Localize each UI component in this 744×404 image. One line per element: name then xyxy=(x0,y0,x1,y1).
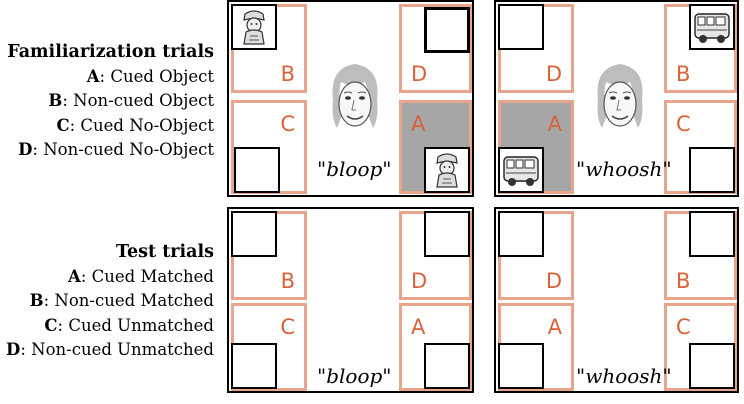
square-bottom-left xyxy=(498,343,544,389)
square-bottom-right xyxy=(424,343,470,389)
legend-key: B xyxy=(29,291,44,310)
toy-figure-icon xyxy=(243,10,265,45)
cell-letter: B xyxy=(280,62,295,86)
cell-letter: D xyxy=(411,269,428,293)
legend-item-d: D: Non-cued Unmatched xyxy=(6,338,214,363)
legend-label: : Non-cued No-Object xyxy=(32,140,214,159)
square-top-right xyxy=(689,4,735,50)
legend-key: A xyxy=(68,266,81,286)
cell-letter: B xyxy=(280,269,295,293)
word-label: "whoosh" xyxy=(576,364,672,388)
legend-label: : Non-cued Matched xyxy=(43,291,214,310)
legend-item-b: B: Non-cued Matched xyxy=(6,289,214,314)
toy-figure-icon xyxy=(436,153,458,188)
familiarization-title: Familiarization trials xyxy=(7,42,214,62)
legend-item-c: C: Cued Unmatched xyxy=(6,314,214,339)
square-bottom-left xyxy=(234,147,280,193)
legend-item-a: A: Cued Object xyxy=(7,65,214,90)
legend-key: C xyxy=(56,115,70,135)
legend-label: : Non-cued Unmatched xyxy=(20,340,214,359)
cell-letter: A xyxy=(411,112,426,136)
test-panel-left: B C D A "bloop" xyxy=(227,207,474,393)
face-illustration xyxy=(597,64,643,128)
legend-item-b: B: Non-cued Object xyxy=(7,89,214,114)
square-top-right xyxy=(689,211,735,257)
legend-label: : Cued Object xyxy=(99,66,214,86)
toy-bus-icon xyxy=(694,13,730,43)
test-title: Test trials xyxy=(116,242,214,262)
cell-letter: D xyxy=(545,269,562,293)
square-bottom-left xyxy=(498,147,544,193)
square-top-left xyxy=(498,211,544,257)
legend-key: A xyxy=(86,66,100,86)
square-top-right xyxy=(424,211,470,257)
cell-letter: D xyxy=(545,62,562,86)
toy-bus-icon xyxy=(503,156,539,186)
square-bottom-right xyxy=(689,343,735,389)
square-top-left xyxy=(498,4,544,50)
square-top-left xyxy=(231,211,277,257)
legend-label: : Cued No-Object xyxy=(69,115,214,135)
word-label: "bloop" xyxy=(317,157,392,181)
legend-key: D xyxy=(18,140,33,159)
cell-letter: A xyxy=(411,315,426,339)
familiarization-legend: Familiarization trials A: Cued Object B:… xyxy=(7,40,214,163)
familiarization-panel-right: D A B C xyxy=(494,0,739,197)
legend-label: : Cued Matched xyxy=(80,266,214,286)
legend-item-a: A: Cued Matched xyxy=(6,265,214,290)
cell-letter: A xyxy=(547,112,562,136)
test-panel-right: D A B C "whoosh" xyxy=(494,207,739,393)
test-legend: Test trials A: Cued Matched B: Non-cued … xyxy=(6,240,214,363)
familiarization-panel-left: B C D A "bloop" xyxy=(227,0,474,197)
word-label: "whoosh" xyxy=(576,157,672,181)
legend-label: : Non-cued Object xyxy=(62,91,214,110)
square-bottom-right xyxy=(689,147,735,193)
cell-letter: C xyxy=(676,315,691,339)
cell-letter: A xyxy=(547,315,562,339)
square-bottom-right xyxy=(424,147,470,193)
legend-label: : Cued Unmatched xyxy=(57,315,214,335)
cell-letter: C xyxy=(676,112,691,136)
cell-letter: C xyxy=(280,112,295,136)
word-label: "bloop" xyxy=(317,364,392,388)
cell-letter: B xyxy=(676,62,691,86)
square-bottom-left xyxy=(231,343,277,389)
square-top-left xyxy=(231,4,277,50)
legend-key: B xyxy=(48,91,63,110)
face-illustration xyxy=(332,64,378,128)
legend-key: D xyxy=(6,340,21,359)
legend-key: C xyxy=(44,315,58,335)
cell-letter: C xyxy=(280,315,295,339)
cell-letter: D xyxy=(411,62,428,86)
square-top-right xyxy=(424,7,470,53)
legend-item-c: C: Cued No-Object xyxy=(7,114,214,139)
legend-item-d: D: Non-cued No-Object xyxy=(7,138,214,163)
cell-letter: B xyxy=(676,269,691,293)
